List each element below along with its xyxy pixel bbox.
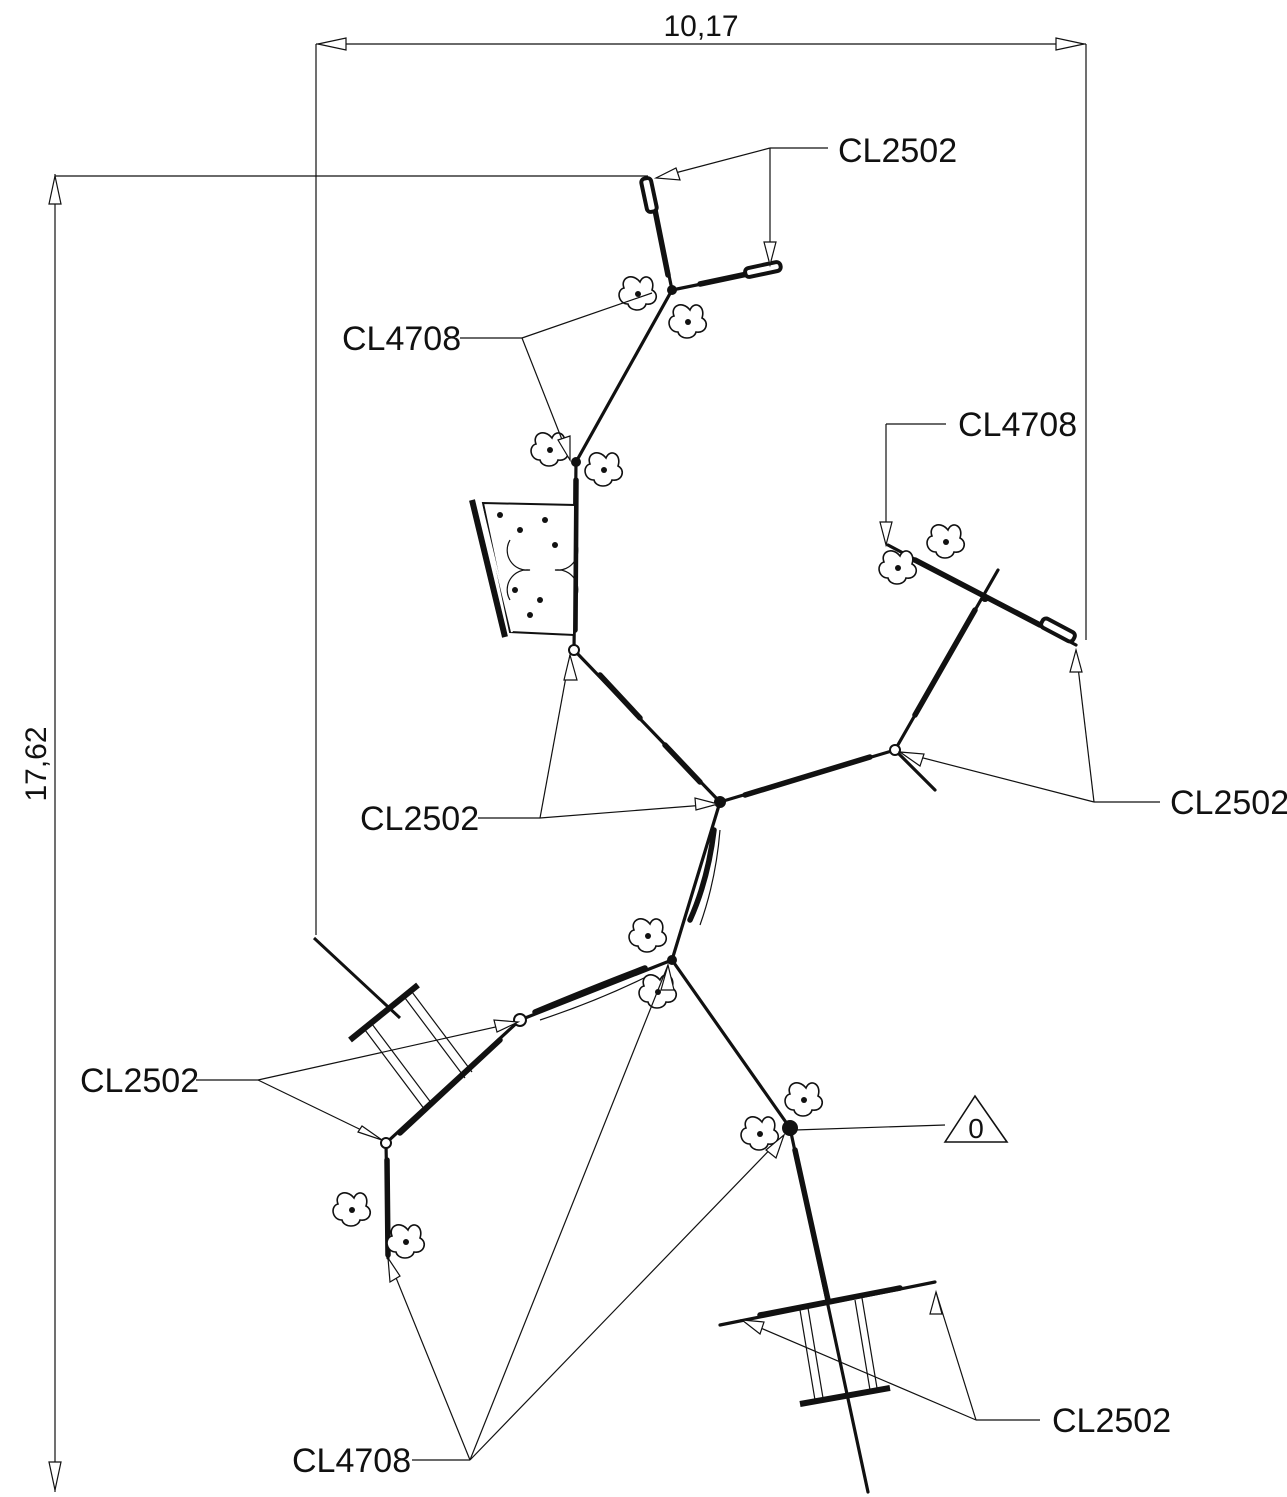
callout-label-center-left: CL2502 <box>360 800 479 838</box>
height-dimension-text: 17,62 <box>20 726 53 801</box>
callout-label-top: CL2502 <box>838 132 957 170</box>
callout-label-lower-left: CL2502 <box>80 1062 199 1100</box>
width-dimension-text: 10,17 <box>663 10 738 43</box>
callout-label-bottom-left: CL4708 <box>292 1442 411 1480</box>
callout-label-bottom-right: CL2502 <box>1052 1402 1171 1440</box>
callout-label-right-upper: CL4708 <box>958 406 1077 444</box>
width-dimension: 10,17 <box>315 10 1087 935</box>
lower-left-bridge <box>348 982 473 1111</box>
callout-label-right: CL2502 <box>1170 784 1287 822</box>
leader-lines <box>196 147 1160 1461</box>
bottom-bridge <box>799 1297 891 1407</box>
height-dimension: 17,62 <box>20 174 648 1492</box>
origin-marker-text: 0 <box>968 1113 984 1144</box>
slide-panel <box>469 499 579 638</box>
origin-marker: 0 <box>943 1094 1009 1144</box>
play-structure <box>312 176 1078 1494</box>
callout-label-upper-left: CL4708 <box>342 320 461 358</box>
